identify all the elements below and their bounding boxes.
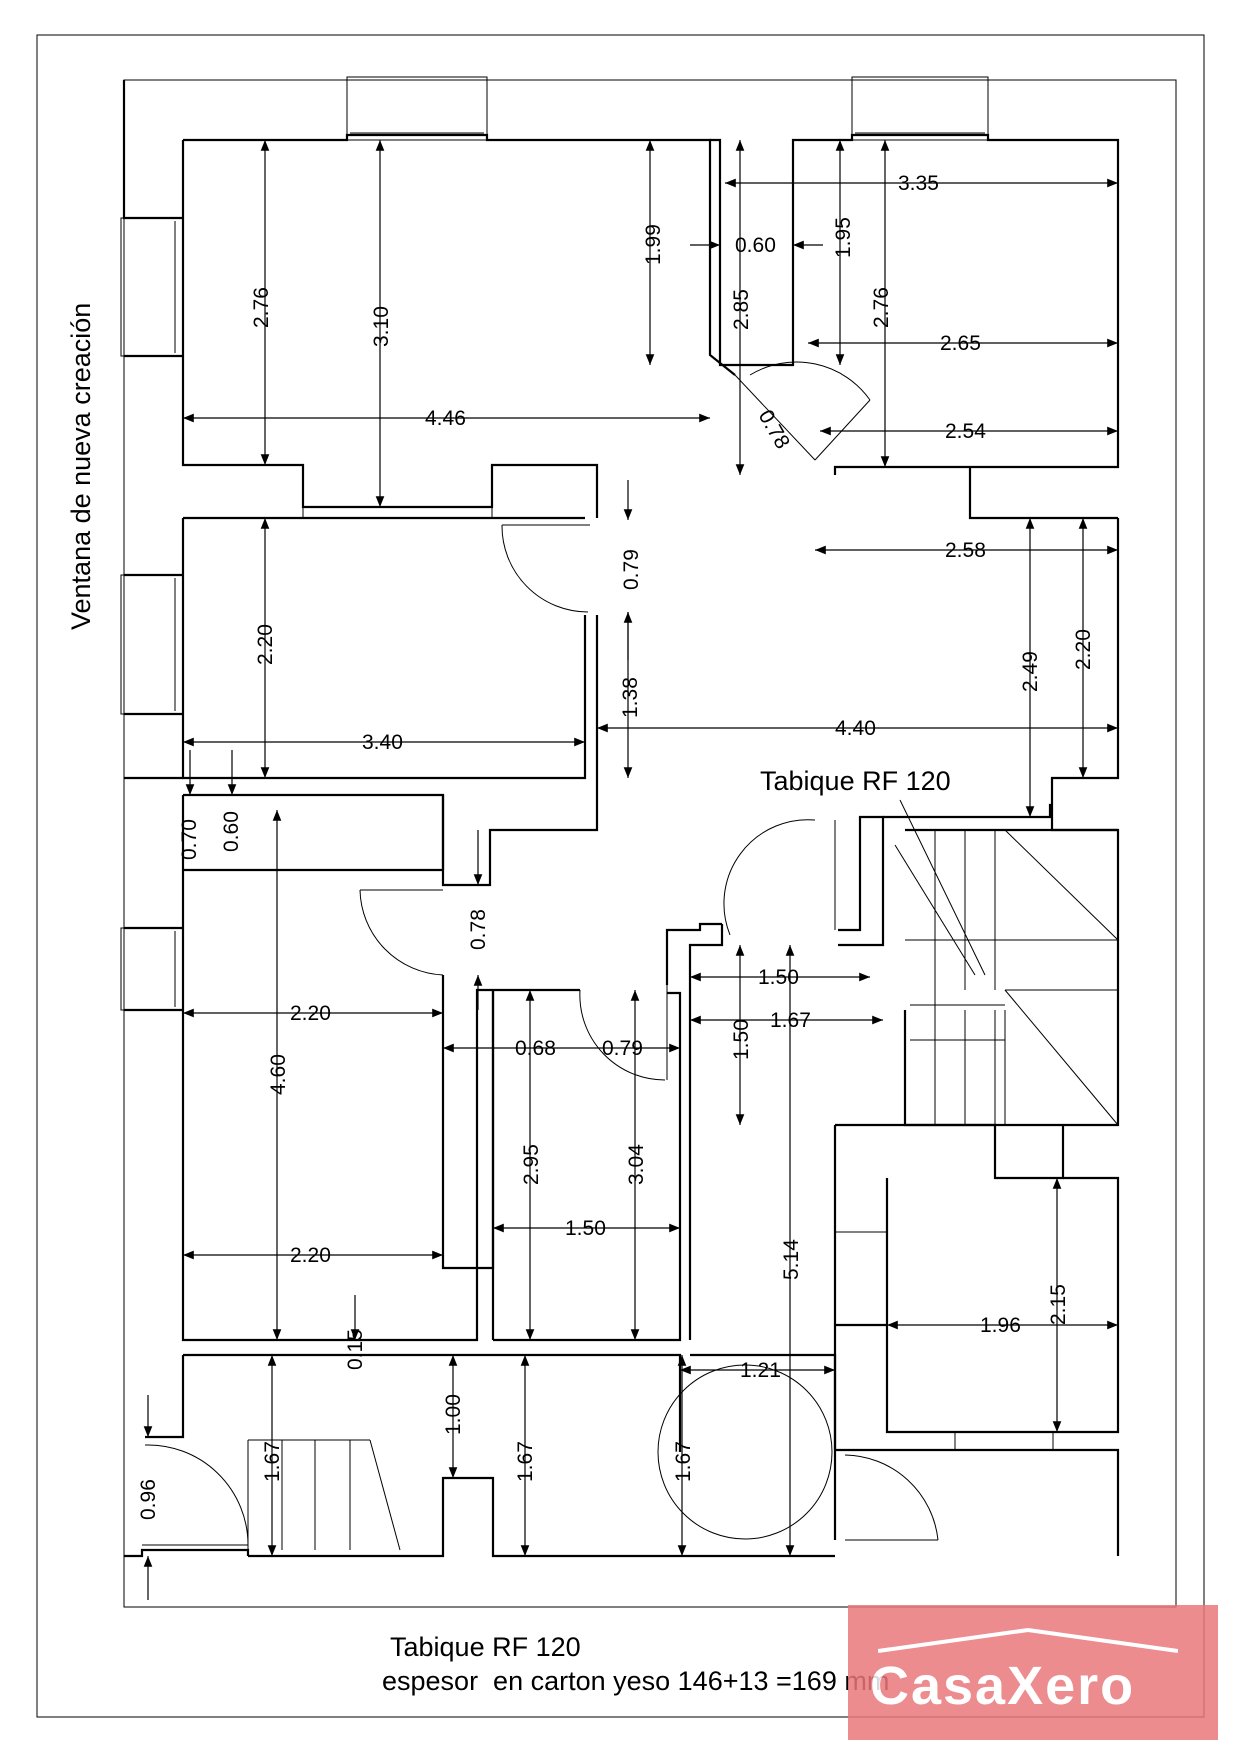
walls <box>122 80 1120 1558</box>
dimension-label: 3.10 <box>370 306 393 347</box>
dimension-label: 1.95 <box>832 217 855 258</box>
side-window-label: Ventana de nueva creación <box>66 303 96 630</box>
dimension-label: 2.54 <box>945 420 986 443</box>
dimension-label: 0.96 <box>137 1479 160 1520</box>
dimension-label: 0.15 <box>344 1329 367 1370</box>
note-line-1: Tabique RF 120 <box>390 1632 581 1662</box>
dimension-label: 1.21 <box>740 1359 781 1382</box>
dimension-label: 5.14 <box>780 1239 803 1280</box>
dimension-label: 2.76 <box>250 287 273 328</box>
dimension-label: 4.60 <box>267 1054 290 1095</box>
dimension-label: 2.49 <box>1019 651 1042 692</box>
dimension-label: 0.68 <box>515 1037 556 1060</box>
dimension-label: 1.00 <box>442 1394 465 1435</box>
dimension-label: 2.15 <box>1047 1284 1070 1325</box>
plot-border <box>123 79 1177 1608</box>
dimension-label: 1.50 <box>758 966 799 989</box>
sheet-border <box>36 34 1205 1718</box>
dimension-label: 0.70 <box>178 819 201 860</box>
dimension-label: 1.67 <box>672 1441 695 1482</box>
dimension-label: 2.20 <box>290 1002 331 1025</box>
roof-icon <box>878 1627 1178 1653</box>
dimension-label: 4.46 <box>425 407 466 430</box>
dimension-label: 1.96 <box>980 1314 1021 1337</box>
note-line-2: espesor en carton yeso 146+13 =169 mm <box>382 1666 890 1696</box>
dimension-label: 4.40 <box>835 717 876 740</box>
doors <box>142 361 939 1546</box>
dimension-label: 1.67 <box>770 1009 811 1032</box>
dimension-label: 3.40 <box>362 731 403 754</box>
dimension-label: 2.20 <box>1072 629 1095 670</box>
dimension-label: 0.60 <box>735 234 776 257</box>
partition-label: Tabique RF 120 <box>760 766 951 796</box>
dimension-label: 2.85 <box>730 289 753 330</box>
dimension-label: 1.38 <box>619 677 642 718</box>
stairs <box>247 829 1119 1551</box>
dimension-label: 0.79 <box>620 549 643 590</box>
dimension-label: 2.20 <box>290 1244 331 1267</box>
dimension-label: 0.60 <box>220 811 243 852</box>
dimension-label: 0.78 <box>754 406 794 453</box>
dimension-label: 2.20 <box>254 624 277 665</box>
dimension-label: 1.50 <box>565 1217 606 1240</box>
turning-circle <box>657 1364 833 1540</box>
dimension-label: 3.04 <box>625 1144 648 1185</box>
dimension-label: 1.50 <box>730 1019 753 1060</box>
dimension-label: 2.95 <box>520 1144 543 1185</box>
logo-text: CasaXero <box>870 1656 1136 1716</box>
dimension-label: 0.78 <box>467 909 490 950</box>
partition-note: Tabique RF 120 espesor en carton yeso 14… <box>382 1630 889 1698</box>
dimension-lines <box>143 140 1118 1600</box>
dimension-label: 2.65 <box>940 332 981 355</box>
dimension-label: 1.67 <box>514 1441 537 1482</box>
dimension-label: 1.99 <box>642 224 665 265</box>
dimension-label: 1.67 <box>261 1441 284 1482</box>
dimension-label: 3.35 <box>898 172 939 195</box>
windows <box>120 76 1064 1451</box>
dimension-label: 2.76 <box>870 287 893 328</box>
dimension-label: 0.79 <box>602 1037 643 1060</box>
dimension-label: 2.58 <box>945 539 986 562</box>
company-logo: CasaXero <box>848 1605 1218 1740</box>
